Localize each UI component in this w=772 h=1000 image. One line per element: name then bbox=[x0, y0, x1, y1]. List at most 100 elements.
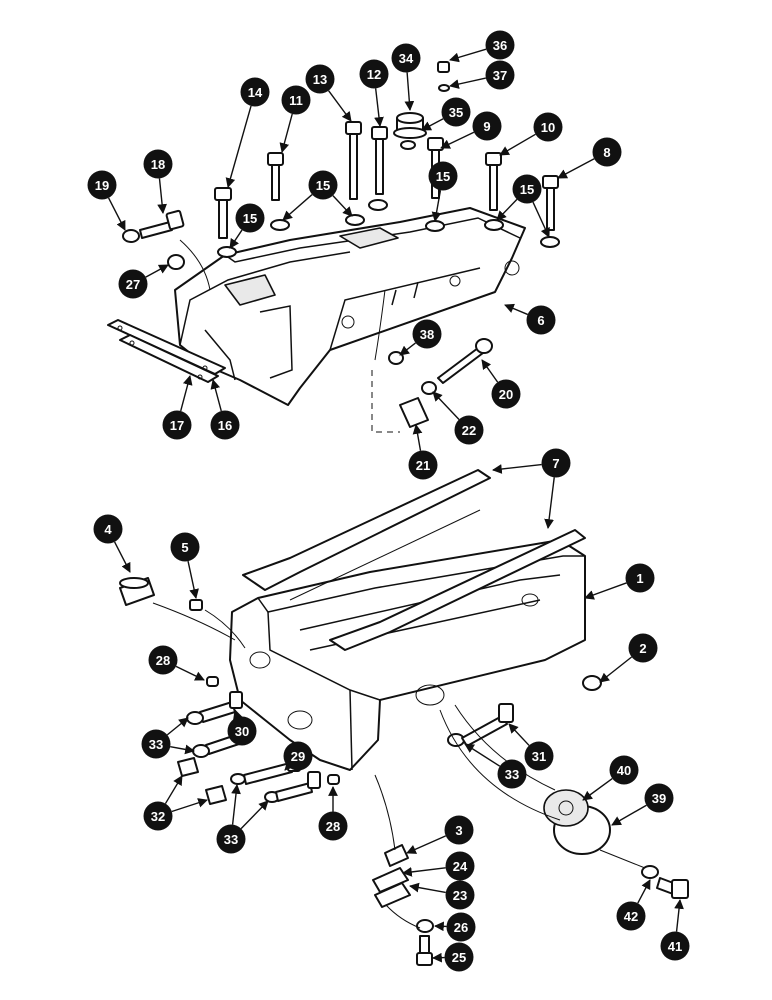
callout-badge bbox=[445, 880, 475, 910]
callout-leader-22 bbox=[432, 391, 460, 420]
callout-number: 35 bbox=[449, 105, 463, 120]
callout-leader-15 bbox=[496, 198, 518, 221]
callout-number: 11 bbox=[289, 93, 303, 108]
callout-number: 12 bbox=[367, 67, 381, 82]
callout-leader-27 bbox=[145, 264, 169, 278]
callout-27: 27 bbox=[118, 264, 169, 299]
callout-number: 33 bbox=[224, 832, 238, 847]
callout-4: 4 bbox=[93, 514, 131, 573]
callout-number: 26 bbox=[454, 920, 468, 935]
callout-badge bbox=[141, 729, 171, 759]
callout-15: 15 bbox=[229, 203, 265, 249]
callout-leader-5 bbox=[187, 561, 199, 599]
callout-badge bbox=[210, 410, 240, 440]
callout-8: 8 bbox=[557, 137, 622, 179]
callout-number: 6 bbox=[537, 313, 544, 328]
callout-leader-9 bbox=[440, 131, 475, 149]
callout-number: 34 bbox=[399, 51, 414, 66]
callout-badge bbox=[491, 379, 521, 409]
callout-number: 39 bbox=[652, 791, 666, 806]
callout-15: 15 bbox=[496, 174, 550, 238]
callout-number: 1 bbox=[636, 571, 643, 586]
callout-33: 33 bbox=[464, 743, 527, 789]
callout-badge bbox=[444, 815, 474, 845]
callout-28: 28 bbox=[148, 645, 205, 681]
callout-leader-6 bbox=[504, 303, 528, 316]
callout-badge bbox=[143, 801, 173, 831]
callout-number: 15 bbox=[520, 182, 534, 197]
callout-leader-15 bbox=[431, 190, 442, 222]
callout-badge bbox=[616, 901, 646, 931]
callout-number: 28 bbox=[326, 819, 340, 834]
callout-leader-15 bbox=[229, 229, 243, 249]
callout-29: 29 bbox=[283, 741, 313, 771]
callout-badge bbox=[512, 174, 542, 204]
callout-badge bbox=[592, 137, 622, 167]
washers bbox=[122, 84, 560, 258]
callout-number: 9 bbox=[483, 119, 490, 134]
callout-9: 9 bbox=[440, 111, 502, 149]
callout-3: 3 bbox=[406, 815, 474, 854]
callout-leader-4 bbox=[113, 541, 131, 573]
callout-number: 13 bbox=[313, 72, 327, 87]
callout-badge bbox=[524, 741, 554, 771]
callout-leader-31 bbox=[508, 723, 530, 746]
leader-curves bbox=[152, 239, 646, 929]
callout-number: 33 bbox=[149, 737, 163, 752]
callout-badge bbox=[143, 149, 173, 179]
callout-leader-41 bbox=[674, 899, 684, 932]
callout-badge bbox=[162, 410, 192, 440]
callout-leader-32 bbox=[164, 775, 183, 804]
callout-13: 13 bbox=[305, 64, 352, 122]
callout-15: 15 bbox=[428, 161, 458, 222]
callout-badge bbox=[533, 112, 563, 142]
callout-33: 33 bbox=[141, 717, 195, 759]
callout-number: 3 bbox=[455, 823, 462, 838]
callout-badge bbox=[444, 942, 474, 972]
callout-badge bbox=[408, 450, 438, 480]
callout-leader-38 bbox=[399, 342, 416, 356]
callout-leader-32 bbox=[171, 798, 208, 813]
callout-number: 15 bbox=[316, 178, 330, 193]
callout-number: 23 bbox=[453, 888, 467, 903]
callout-11: 11 bbox=[279, 85, 311, 153]
callout-number: 15 bbox=[243, 211, 257, 226]
callout-number: 28 bbox=[156, 653, 170, 668]
callout-badge bbox=[283, 741, 313, 771]
callout-leader-12 bbox=[374, 88, 384, 127]
callout-leader-36 bbox=[449, 48, 487, 63]
callout-15: 15 bbox=[282, 170, 353, 221]
callout-number: 17 bbox=[170, 418, 184, 433]
callout-37: 37 bbox=[449, 60, 515, 90]
callout-leader-23 bbox=[409, 882, 446, 894]
callout-badge bbox=[445, 851, 475, 881]
callout-leader-34 bbox=[404, 72, 415, 111]
callout-badge bbox=[391, 43, 421, 73]
callout-38: 38 bbox=[399, 319, 442, 356]
callout-badge bbox=[87, 170, 117, 200]
callout-32: 32 bbox=[143, 775, 208, 831]
callout-badge bbox=[441, 97, 471, 127]
lower-main-housing bbox=[229, 539, 586, 771]
callout-badge bbox=[318, 811, 348, 841]
callout-leader-14 bbox=[225, 105, 252, 188]
callout-badge bbox=[472, 111, 502, 141]
callout-30: 30 bbox=[227, 709, 257, 746]
callout-leader-35 bbox=[421, 118, 444, 131]
callout-20: 20 bbox=[481, 359, 521, 409]
callout-badge bbox=[660, 931, 690, 961]
callout-17: 17 bbox=[162, 375, 193, 440]
callout-badge bbox=[609, 755, 639, 785]
callout-40: 40 bbox=[582, 755, 639, 801]
callout-number: 14 bbox=[248, 85, 263, 100]
callout-leader-33 bbox=[170, 744, 195, 755]
callout-leader-33 bbox=[240, 800, 269, 830]
callout-leader-30 bbox=[233, 709, 243, 720]
callout-leader-13 bbox=[328, 90, 352, 122]
callout-number: 41 bbox=[668, 939, 682, 954]
callout-leader-24 bbox=[402, 867, 446, 877]
callout-1: 1 bbox=[584, 563, 655, 600]
callout-number: 18 bbox=[151, 157, 165, 172]
callout-leader-19 bbox=[107, 197, 126, 231]
